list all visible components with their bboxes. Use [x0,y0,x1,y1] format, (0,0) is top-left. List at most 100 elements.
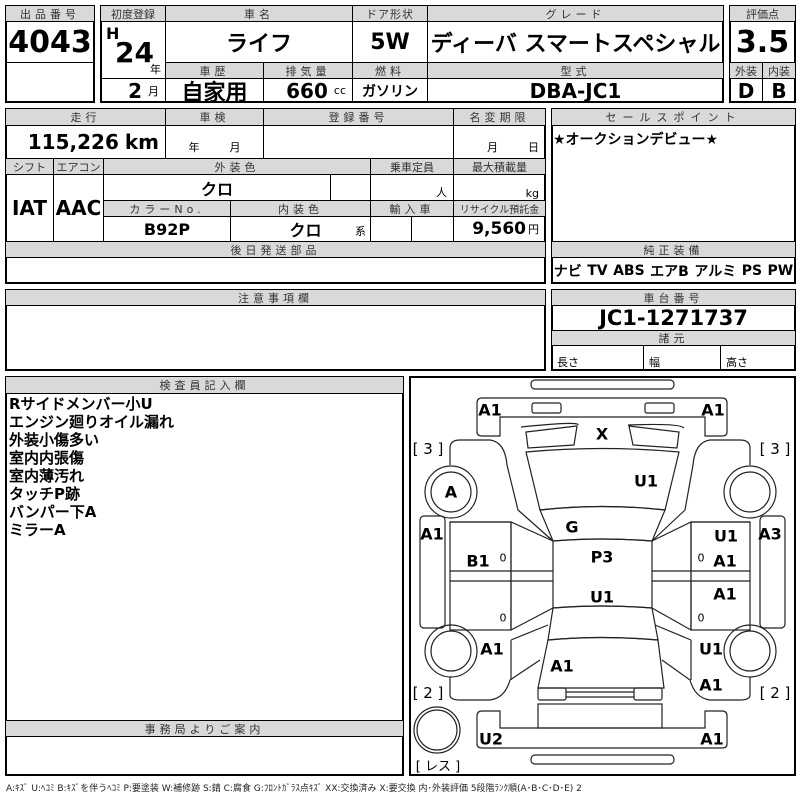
front-bar [530,379,675,390]
int-color-value: クロ [289,221,322,240]
name-change-month-unit: 月 [487,141,498,154]
equipment-tv: TV [587,262,608,279]
damage-mark: A1 [713,551,737,571]
tailgate [537,636,665,689]
wheel-front-right [723,465,777,519]
taillight-left [537,687,567,701]
damage-mark: U1 [589,587,615,607]
rear-bumper [476,710,728,749]
first-reg-year: H 24 年 [100,21,166,79]
damage-diagram-box [409,376,796,776]
tire-tread-front-right: [ 3 ] [759,440,791,458]
taillight-right [633,687,663,701]
left-door-pillars [450,522,554,631]
damage-mark: A1 [478,400,502,420]
first-reg-year-unit: 年 [150,63,161,76]
displacement: 660 cc [263,78,353,103]
damage-mark: B1 [466,551,490,571]
damage-mark: A [444,482,458,502]
door-label: ドア形状 [352,5,428,22]
max-load-label: 最大積載量 [453,158,546,175]
grille-bar [520,422,685,429]
inspection-year-unit: 年 [188,141,200,154]
displacement-value: 660 [286,78,328,103]
spare-tire-label: [ レス ] [415,759,461,775]
tire-tread-rear-right: [ 2 ] [759,684,791,702]
spare-wheel [413,706,461,754]
tire-tread-rear-left: [ 2 ] [412,684,444,702]
first-reg-year-value: 24 [115,36,154,69]
mileage-unit: km [124,130,159,154]
displacement-unit: cc [333,84,346,97]
note: Rサイドメンバー小U [9,395,153,413]
damage-mark: A1 [420,524,444,544]
door-mark: 0 [697,611,705,625]
model: DBA-JC1 [427,78,724,103]
import-label: 輸入車 [370,200,454,217]
interior-grade: B [762,78,796,103]
damage-mark: U1 [698,639,724,659]
equipment-abs: ABS [613,262,645,279]
equipment-list: ナビ TV ABS エアB アルミ PS PW [551,257,796,284]
int-color-unit: 系 [355,225,366,238]
wheel-rear-left [424,624,478,678]
door-mark: 0 [697,551,705,565]
damage-mark: A1 [713,584,737,604]
note: エンジン廻りオイル漏れ [9,413,175,431]
damage-mark: X [595,424,609,444]
damage-mark: A1 [550,656,574,676]
caution-label: 注意事項欄 [5,289,546,306]
left-rear-fender [449,624,549,701]
name-change-label: 名変期限 [453,108,546,126]
damage-mark: U2 [478,729,504,749]
front-bumper [476,397,728,437]
tire-tread-front-left: [ 3 ] [412,440,444,458]
recycle-unit: 円 [528,223,539,236]
rear-panel [537,703,663,729]
color-no-label: カラーNo. [103,200,231,217]
damage-mark: A3 [758,524,782,544]
score-label: 評価点 [729,5,796,22]
note: 室内内張傷 [9,449,85,467]
wheel-rear-right [723,624,777,678]
equipment-navi: ナビ [553,263,582,280]
equipment-airbag: エアB [650,263,689,280]
lot-number: 4043 [5,21,95,63]
inspector-label: 検査員記入欄 [5,376,404,394]
note: 室内薄汚れ [9,467,85,485]
note: ミラーA [9,521,66,539]
legend: A:ｷｽﾞ U:ﾍｺﾐ B:ｷｽﾞを伴うﾍｺﾐ P:要塗装 W:補修跡 S:錆 … [6,784,582,794]
door-mark: 0 [499,611,507,625]
inspection-month-unit: 月 [229,141,241,154]
equipment-pw: PW [767,262,794,279]
later-parts-label: 後日発送部品 [5,241,546,258]
damage-mark: A1 [480,639,504,659]
headlight-left [531,402,562,414]
equipment-alloy: アルミ [694,263,737,280]
inspector-notes: Rサイドメンバー小U エンジン廻りオイル漏れ 外装小傷多い 室内内張傷 室内薄汚… [9,395,174,539]
mileage-value: 115,226 [27,130,119,154]
door-mark: 0 [499,551,507,565]
damage-mark: U1 [633,471,659,491]
name-change-day-unit: 日 [528,141,539,154]
note: タッチP跡 [9,485,80,503]
damage-mark: U1 [713,526,739,546]
left-front-fender [449,439,554,542]
damage-mark: A1 [700,729,724,749]
right-rear-fender [654,624,751,701]
grille-right [628,425,680,449]
damage-mark: P3 [590,547,614,567]
note: 外装小傷多い [9,431,100,449]
sales-point-label: セールスポイント [551,108,796,126]
grille-left [525,425,578,449]
right-front-fender [651,439,751,542]
first-reg-era: H [106,24,120,43]
first-reg-month-value: 2 [128,78,142,103]
damage-mark: A1 [701,400,725,420]
wheels [413,465,777,754]
office-label: 事務局よりご案内 [5,720,404,737]
recycle-value: 9,560 [472,219,526,239]
equipment-ps: PS [741,262,763,279]
